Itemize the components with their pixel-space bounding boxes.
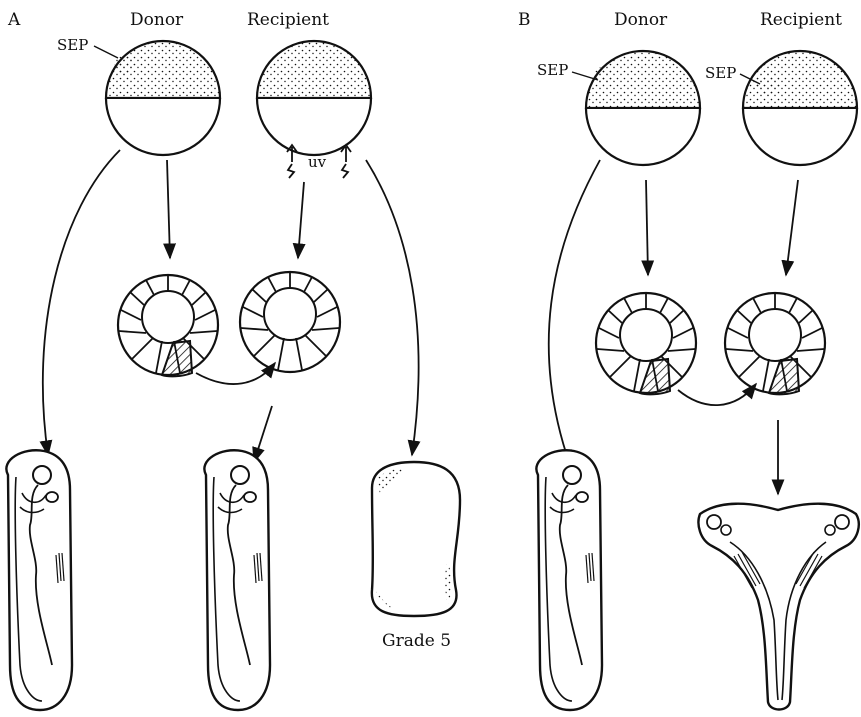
panel-b-recipient-sep-label: SEP	[705, 64, 736, 82]
panel-a-donor-tadpole	[6, 450, 72, 710]
panel-a-recipient-long-arrow	[366, 160, 419, 455]
panel-a-sep-label: SEP	[57, 36, 88, 54]
panel-b-donor-egg	[586, 51, 700, 165]
panel-b-letter: B	[518, 10, 531, 30]
panel-b: B Donor Recipient SEP SEP	[518, 10, 859, 710]
panel-b-donor-long-arrow	[549, 160, 600, 465]
panel-a-donor-egg	[106, 41, 220, 155]
panel-b-twinned-embryo	[699, 504, 859, 710]
panel-a-recipient-arrow-down	[298, 182, 304, 258]
panel-a-donor-long-arrow	[43, 150, 120, 455]
panel-a: A Donor Recipient SEP uv	[6, 10, 460, 710]
panel-a-recipient-arrow-tadpole	[254, 406, 272, 462]
panel-a-uv-label: uv	[308, 153, 327, 171]
panel-a-sep-pointer	[94, 46, 118, 58]
panel-a-recipient-tadpole	[204, 450, 270, 710]
panel-a-grade5-embryo	[372, 462, 460, 616]
panel-b-donor-label: Donor	[614, 10, 668, 30]
panel-b-recipient-egg	[743, 51, 857, 165]
panel-a-grade5-label: Grade 5	[382, 631, 451, 651]
panel-a-donor-arrow-down	[167, 160, 170, 258]
panel-a-transplant-arrow	[196, 363, 275, 384]
panel-b-donor-tadpole	[536, 450, 602, 710]
panel-b-recipient-blastula	[725, 293, 825, 394]
panel-a-recipient-egg	[257, 41, 371, 155]
panel-b-donor-sep-label: SEP	[537, 61, 568, 79]
panel-b-donor-blastula	[596, 293, 696, 394]
panel-b-donor-arrow-down	[646, 180, 648, 275]
panel-a-recipient-label: Recipient	[247, 10, 329, 30]
panel-a-letter: A	[7, 10, 21, 30]
panel-b-recipient-label: Recipient	[760, 10, 842, 30]
panel-a-donor-label: Donor	[130, 10, 184, 30]
panel-a-donor-blastula	[118, 275, 218, 376]
panel-b-recipient-arrow-down	[786, 180, 798, 275]
panel-a-recipient-blastula	[240, 272, 340, 372]
panel-b-transplant-arrow	[678, 384, 756, 405]
